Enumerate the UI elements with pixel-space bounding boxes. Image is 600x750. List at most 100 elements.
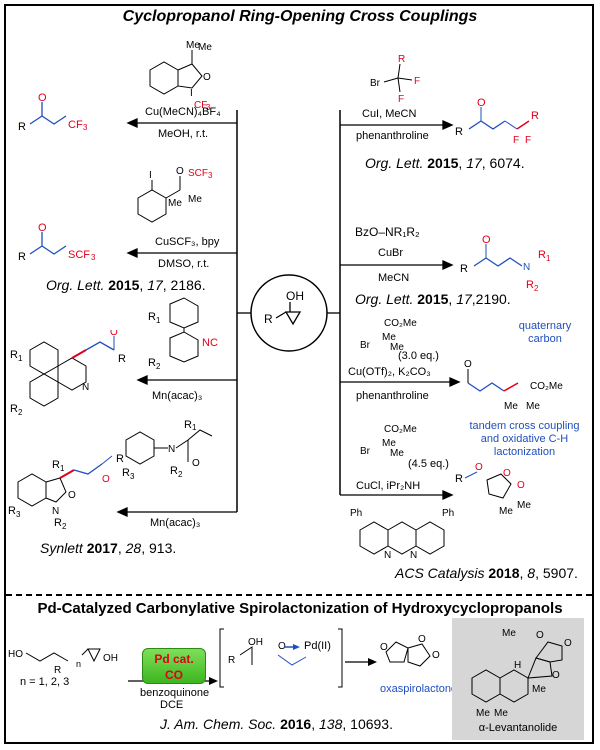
svg-text:2: 2	[18, 408, 23, 417]
svg-text:1: 1	[546, 254, 551, 263]
svg-text:OH: OH	[248, 637, 263, 648]
svg-text:SCF: SCF	[188, 168, 208, 179]
svg-text:R: R	[122, 467, 130, 479]
svg-text:R: R	[455, 126, 463, 138]
svg-text:Me: Me	[494, 708, 508, 719]
levantanolide-label: α-Levantanolide	[478, 722, 558, 734]
svg-text:O: O	[102, 474, 110, 485]
right-r4-cond1: CuCl, iPr₂NH	[356, 480, 421, 492]
svg-text:R: R	[460, 263, 468, 275]
svg-text:R: R	[148, 357, 156, 369]
right-r2-cond1: CuBr	[378, 247, 404, 259]
figure-frame	[4, 4, 594, 744]
svg-text:1: 1	[156, 316, 161, 325]
svg-text:O: O	[564, 638, 572, 649]
svg-text:F: F	[513, 135, 519, 146]
svg-text:n: n	[76, 659, 81, 669]
svg-text:N: N	[52, 506, 59, 517]
svg-text:R: R	[184, 420, 192, 431]
bottom-cond1: benzoquinone	[140, 687, 210, 699]
svg-text:3: 3	[208, 171, 213, 180]
svg-text:CO₂Me: CO₂Me	[384, 318, 417, 329]
right-r2-reagent: BzO–NR₁R₂	[355, 225, 420, 239]
svg-text:H: H	[514, 660, 521, 671]
bromodifluoro-reagent: Br R F F	[370, 54, 420, 105]
svg-text:O: O	[503, 468, 511, 479]
nc-label: NC	[202, 337, 218, 349]
svg-text:Me: Me	[188, 194, 202, 205]
left-r1-cond2: MeOH, r.t.	[158, 128, 209, 140]
svg-text:Me: Me	[499, 506, 513, 517]
svg-text:O: O	[176, 166, 184, 177]
left-r2-cond1: CuSCF₃, bpy	[155, 236, 220, 248]
svg-text:Me: Me	[526, 401, 540, 412]
svg-text:OH: OH	[103, 653, 118, 664]
svg-text:Ph: Ph	[350, 508, 362, 519]
left-r1-cond1: Cu(MeCN)₄BF₄	[145, 106, 221, 118]
svg-text:O: O	[536, 630, 544, 641]
svg-text:R: R	[54, 517, 62, 529]
svg-text:Ph: Ph	[442, 508, 454, 519]
right-r1-cond2: phenanthroline	[356, 130, 429, 142]
svg-text:R: R	[228, 655, 235, 666]
left-r2-cond2: DMSO, r.t.	[158, 258, 210, 270]
svg-text:O: O	[517, 480, 525, 491]
pd-intermediate: R OH O	[219, 628, 343, 688]
svg-text:CF: CF	[194, 100, 207, 110]
svg-text:O: O	[110, 330, 118, 338]
center-r: R	[264, 312, 273, 326]
svg-text:I: I	[190, 88, 193, 99]
ref-orglett-2190: Org. Lett. 2015, 17,2190.	[355, 291, 511, 307]
svg-text:O: O	[192, 458, 200, 469]
section-divider	[6, 594, 592, 596]
svg-text:O: O	[38, 222, 47, 234]
oxaspirolactone: OOO	[380, 634, 440, 667]
svg-text:Me: Me	[504, 401, 518, 412]
svg-text:Me: Me	[532, 684, 546, 695]
svg-text:CF: CF	[68, 119, 83, 131]
svg-text:R: R	[531, 110, 539, 122]
ref-orglett-6074: Org. Lett. 2015, 17, 6074.	[365, 155, 525, 171]
svg-text:R: R	[170, 465, 178, 477]
svg-text:1: 1	[60, 464, 65, 473]
pd-catalyst-box: Pd cat. CO	[142, 648, 206, 684]
svg-text:O: O	[552, 670, 560, 681]
svg-text:Me: Me	[198, 42, 212, 53]
oxaspirolactone-label: oxaspirolactone	[380, 683, 458, 695]
svg-text:O: O	[477, 97, 486, 109]
svg-text:Me: Me	[168, 198, 182, 209]
svg-text:O: O	[38, 92, 47, 104]
right-r1-cond1: CuI, MeCN	[362, 108, 417, 120]
svg-text:N: N	[168, 444, 175, 455]
left-r4-cond: Mn(acac)₃	[150, 517, 201, 529]
right-r2-cond2: MeCN	[378, 272, 410, 284]
svg-text:N: N	[410, 550, 417, 560]
svg-text:R: R	[526, 279, 534, 291]
svg-text:O: O	[464, 359, 472, 370]
svg-text:Br: Br	[360, 340, 371, 351]
center-oh: OH	[286, 289, 304, 303]
svg-text:Me: Me	[390, 342, 404, 353]
svg-text:R: R	[398, 54, 405, 65]
svg-text:Br: Br	[370, 78, 381, 89]
svg-text:R: R	[116, 453, 124, 465]
svg-text:3: 3	[130, 472, 135, 481]
svg-text:Me: Me	[382, 438, 396, 449]
ref-acs-catal: ACS Catalysis 2018, 8, 5907.	[395, 565, 578, 581]
svg-text:2: 2	[178, 470, 183, 479]
catalyst-line1: Pd cat.	[154, 652, 194, 666]
svg-text:Me: Me	[382, 332, 396, 343]
